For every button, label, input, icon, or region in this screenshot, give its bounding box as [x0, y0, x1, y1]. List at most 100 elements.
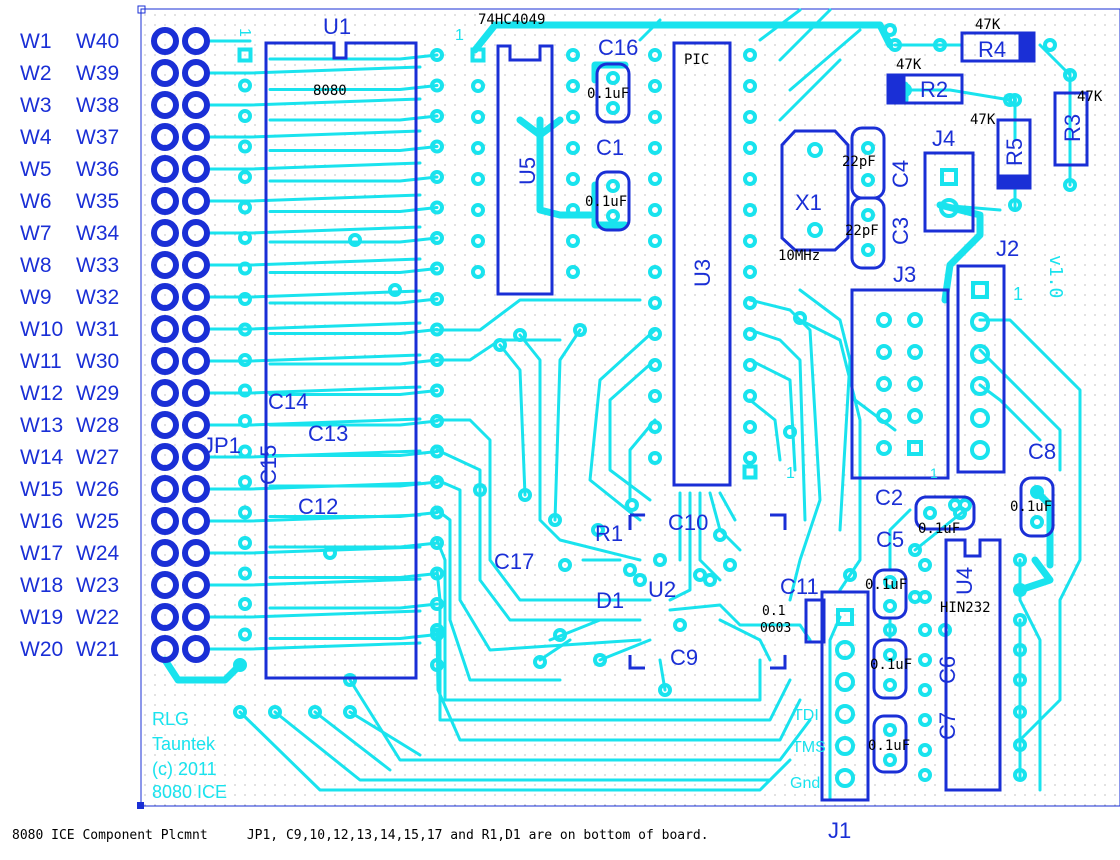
u3-part: PIC [684, 52, 709, 68]
u2-ref: U2 [648, 577, 676, 602]
u3-pin [743, 141, 757, 155]
jp1-pad [151, 251, 179, 279]
u1-pin [238, 536, 252, 550]
j2-pin [970, 440, 990, 460]
j2-outline [956, 264, 1006, 474]
u3-pin [743, 296, 757, 310]
pin-label-right: W32 [76, 286, 120, 309]
trace [553, 328, 582, 522]
u4-ref: U4 [952, 567, 977, 595]
j3-pin [876, 376, 892, 392]
cap-pad [606, 71, 620, 85]
jp1-pad [151, 411, 179, 439]
c13-ref: C13 [308, 421, 348, 446]
pin-label-left: W18 [20, 574, 64, 597]
u3-pin [648, 141, 662, 155]
trace [248, 97, 422, 107]
cap-pad [606, 101, 620, 115]
c6-ref: C6 [935, 656, 960, 684]
pin-label-left: W9 [20, 286, 52, 309]
j1-pin [835, 640, 855, 660]
via [793, 311, 807, 325]
j3-ref: J3 [893, 262, 916, 287]
jp1-pad [151, 27, 179, 55]
u1-pin [238, 200, 252, 215]
via [430, 623, 444, 637]
trace [248, 257, 422, 267]
pin-label-right: W21 [76, 638, 120, 661]
c3-ref: C3 [888, 217, 913, 245]
jp1-pad [182, 187, 210, 215]
via [713, 528, 727, 542]
u3-pin [648, 110, 662, 124]
jp1-pad [151, 539, 179, 567]
trace [268, 358, 439, 366]
u1-pin [430, 231, 444, 245]
u1-pin [430, 170, 444, 184]
j2-pin [970, 344, 990, 364]
pin-label-right: W26 [76, 478, 120, 501]
pin-label-left: W6 [20, 190, 52, 213]
c3-value: 22pF [845, 223, 879, 239]
c12-ref: C12 [298, 494, 338, 519]
via [693, 568, 707, 582]
u5-pin [471, 234, 485, 248]
copper-traces [205, 8, 1082, 802]
cap-pad [953, 506, 967, 520]
via [703, 573, 717, 587]
trace [778, 8, 832, 62]
jp1-pad [151, 571, 179, 599]
u1-pin [430, 200, 444, 215]
j1-pin [835, 672, 855, 692]
c11-value1: 0.1 [762, 604, 785, 619]
trace [268, 84, 439, 91]
pin-label-left: W13 [20, 414, 64, 437]
via [1013, 738, 1027, 752]
u2-outline [628, 513, 787, 670]
via [1013, 583, 1027, 597]
trace [668, 603, 812, 642]
jp1-pad [182, 283, 210, 311]
j2-pin-1 [971, 281, 989, 299]
u5-pin [566, 141, 580, 155]
trace [248, 577, 422, 587]
pin-label-right: W25 [76, 510, 120, 533]
j3-pin [876, 440, 892, 456]
via [883, 23, 897, 37]
u1-pin [430, 414, 444, 428]
trace [268, 419, 439, 427]
pin1-marker: 1 [236, 28, 253, 37]
caption: 8080 ICE Component Plcmnt JP1, C9,10,12,… [12, 828, 709, 843]
trace [748, 398, 782, 462]
u3-pin [648, 48, 662, 62]
jp1-pad [182, 411, 210, 439]
u3-pin [743, 451, 757, 465]
trace [435, 478, 642, 652]
via [623, 563, 637, 577]
trace [268, 633, 439, 640]
u1-pin [238, 261, 252, 276]
via [1003, 93, 1017, 107]
trace [348, 710, 422, 757]
u1-pin [430, 444, 444, 459]
trace [268, 572, 439, 579]
u1-pin [238, 444, 252, 459]
trace [248, 385, 422, 395]
u1-pin [238, 231, 252, 245]
pin1-marker: 1 [455, 27, 464, 44]
r4-value: 47K [975, 17, 1001, 33]
trace [628, 418, 657, 502]
trace [248, 225, 422, 235]
j2-pin [970, 312, 990, 332]
via [883, 623, 897, 637]
trace [248, 161, 422, 171]
j3-pin [907, 344, 923, 360]
j2-pin [970, 376, 990, 396]
cap-pad [861, 208, 875, 222]
pin-label-left: W20 [20, 638, 64, 661]
via [323, 546, 337, 560]
j1-pin-labels: TDI TMS Gnd [790, 707, 826, 792]
j1-pin [835, 768, 855, 788]
u5-pin [471, 110, 485, 124]
trace [248, 321, 422, 331]
